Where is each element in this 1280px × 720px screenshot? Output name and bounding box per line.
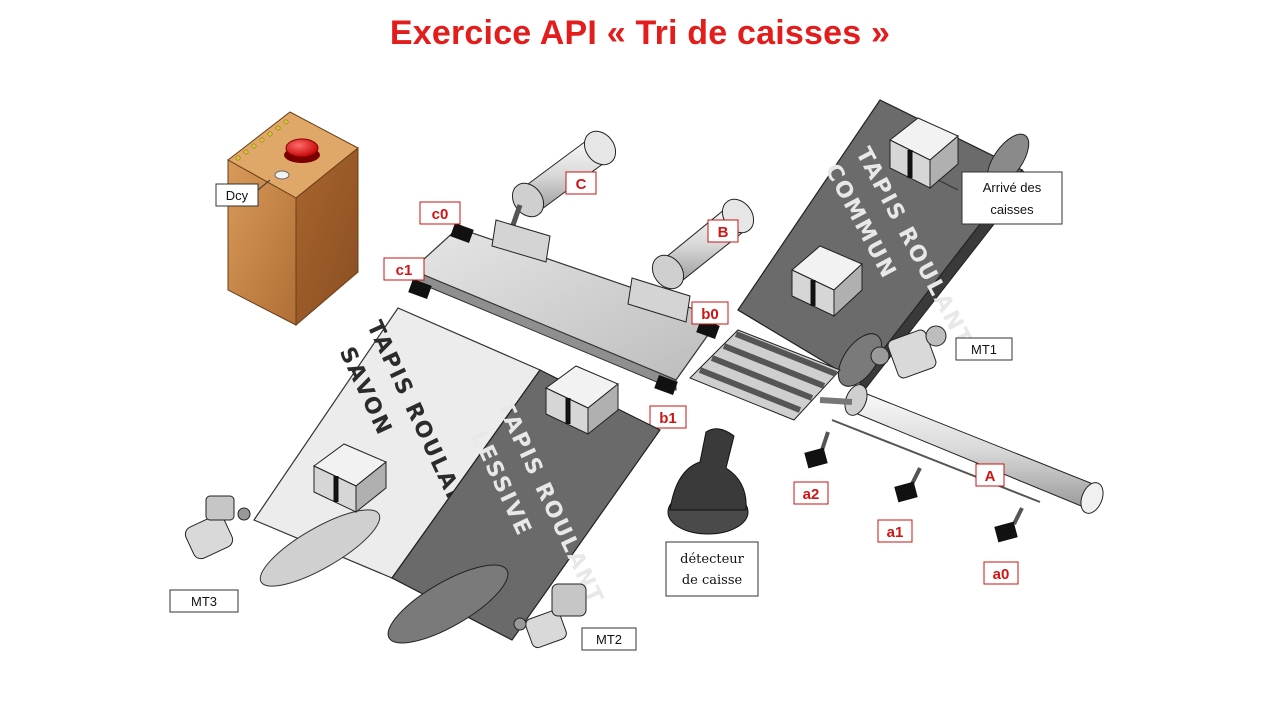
sensor-b0-label-box [691, 301, 729, 325]
sensor-a1-icon [894, 467, 922, 503]
sensor-c1-label: c1 [396, 262, 413, 279]
sensor-a2-label: a2 [803, 486, 820, 503]
conveyor-lessive: TAPIS ROULANT LESSIVE [387, 365, 661, 644]
cylinder-b-label: B [718, 224, 729, 241]
crate [545, 365, 619, 436]
sensor-c1-label-box [383, 257, 425, 281]
cylinder-c-label-box [565, 171, 597, 195]
cylinder-a [819, 384, 1104, 514]
sensor-a0-label-box [983, 561, 1019, 585]
sensor-a2-label-box [793, 481, 829, 505]
sensor-a1-label: a1 [887, 524, 904, 541]
sensor-c0-icon [450, 223, 474, 243]
sensor-b0-label: b0 [701, 306, 719, 323]
start-button-icon[interactable] [274, 170, 290, 180]
mt3-label: MT3 [191, 594, 217, 609]
box-detector-icon [667, 428, 749, 535]
cylinder-b-label-box [707, 219, 739, 243]
motor-mt1-icon [870, 325, 947, 379]
crate [791, 245, 863, 318]
mt1-label-box [955, 337, 1013, 361]
detector-label-2: de caisse [682, 573, 743, 588]
cylinder-c-label: C [576, 176, 587, 193]
sensor-a0-label: a0 [993, 566, 1010, 583]
conveyor-savon: TAPIS ROULANT SAVON [253, 307, 541, 587]
indicator-lights [235, 119, 289, 161]
cylinder-c [491, 130, 617, 263]
arrival-label-2: caisses [990, 202, 1034, 217]
sensor-c0-label: c0 [432, 206, 449, 223]
mt1-label: MT1 [971, 342, 997, 357]
emergency-button-icon[interactable] [284, 138, 320, 163]
sensor-b1-label: b1 [659, 410, 677, 427]
crate [313, 443, 387, 514]
sensor-b1-label-box [649, 405, 687, 429]
mt3-label-box [169, 589, 239, 613]
sensor-b1-icon [654, 375, 678, 395]
sensor-c0-label-box [419, 201, 461, 225]
mt2-label: MT2 [596, 632, 622, 647]
page-title: Exercice API « Tri de caisses » [389, 14, 891, 52]
sensor-c1-icon [408, 279, 432, 299]
dcy-label: Dcy [226, 188, 249, 203]
arrival-label-box [961, 171, 1063, 225]
sensor-a1-label-box [877, 519, 913, 543]
roller-transfer [689, 329, 841, 421]
arrival-label-1: Arrivé des [983, 180, 1042, 195]
detector-label-1: détecteur [680, 552, 745, 567]
motor-mt3-icon [184, 495, 251, 560]
motor-mt2-icon [513, 583, 587, 649]
cylinder-a-label: A [985, 468, 996, 485]
control-box: Dcy [215, 111, 359, 327]
mt2-label-box [581, 627, 637, 651]
sensor-a2-icon [804, 431, 830, 469]
detector-label-box [665, 541, 759, 597]
dcy-label-box [215, 183, 259, 207]
crate [889, 117, 959, 190]
sensor-a0-icon [994, 507, 1024, 543]
cylinder-a-label-box [975, 463, 1005, 487]
